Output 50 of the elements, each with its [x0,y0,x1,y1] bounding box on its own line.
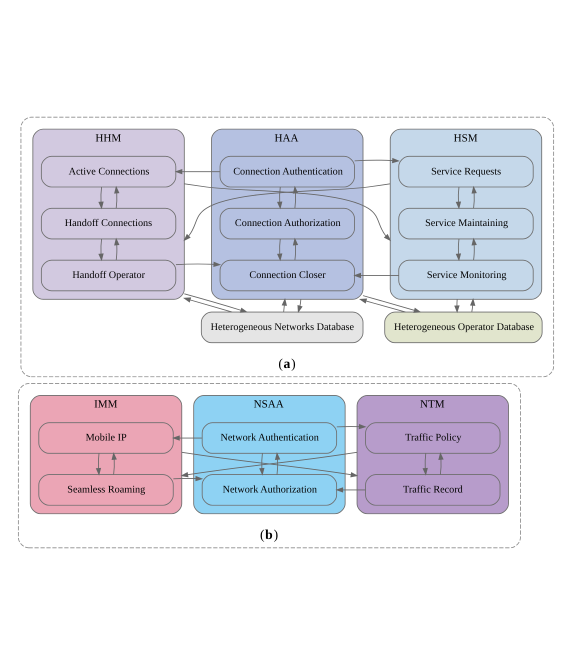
arrow [456,238,462,262]
arrow [114,238,120,260]
node-box: Heterogeneous Networks Database [200,312,364,344]
arrow [336,424,367,430]
arrow [172,476,204,482]
node-box: Connection Authorization [220,208,355,240]
arrow [183,297,232,312]
arrow [292,238,298,260]
arrow [259,452,264,476]
node-box: Seamless Roaming [38,474,174,506]
arrow [282,298,287,312]
arrow [438,452,444,475]
arrow [172,435,202,441]
arrow [98,238,104,262]
arrow [454,298,460,314]
node-box: Mobile IP [38,422,174,454]
arrow [184,293,248,313]
arrow [176,262,222,268]
arrow [114,186,120,208]
node-box: Traffic Record [365,474,500,506]
node-box: Traffic Policy [365,422,500,454]
node-box: Handoff Connections [40,208,176,240]
node-box: Heterogeneous Operator Database [384,312,543,344]
arrow [472,238,477,260]
arrow [277,238,282,262]
arrow [354,158,400,164]
arrow [422,452,428,476]
node-box: Connection Closer [220,260,355,292]
arrow [359,298,406,312]
node-box: Network Authorization [202,474,338,506]
arrow [353,272,399,278]
arrow [174,168,220,174]
node-box: Service Requests [398,156,534,188]
node-box: Network Authentication [202,422,338,454]
arrow [297,298,303,314]
node-box: Service Maintaining [398,208,534,240]
node-box: Active Connections [40,156,176,188]
arrow [112,452,117,475]
arrow [277,186,282,210]
arrow [472,186,477,208]
arrow [96,452,102,476]
arrow [335,487,366,493]
arrow [98,186,104,210]
arrow [456,186,462,210]
arrow [274,452,280,475]
arrow [362,295,422,313]
arrow [470,298,476,312]
node-box: Connection Authentication [220,156,355,188]
node-box: Handoff Operator [40,260,176,292]
node-box: Service Monitoring [398,260,534,292]
